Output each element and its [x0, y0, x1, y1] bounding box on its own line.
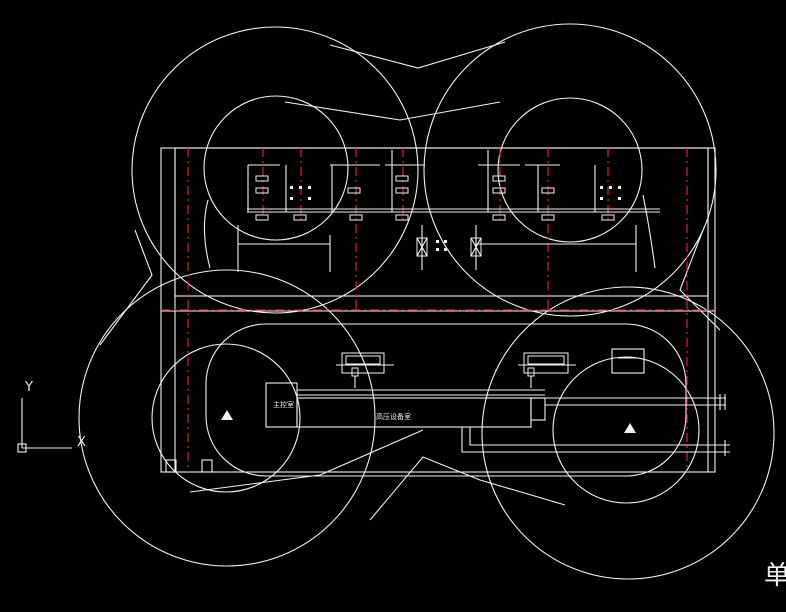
protection-envelope [99, 41, 721, 521]
axis-grid-lines [161, 148, 715, 472]
station-transformer [611, 348, 645, 374]
site-boundary [160, 147, 716, 477]
switchgear-left [336, 352, 394, 388]
inner-circle-top-right [497, 97, 643, 243]
envelope-lower-inner-left [189, 429, 424, 493]
envelope-bottom [369, 456, 566, 521]
ucs-icon: Y X [17, 380, 86, 453]
inner-circle-bottom-left [151, 343, 301, 493]
envelope-left [99, 229, 153, 346]
zone-circle-bottom-right [481, 286, 775, 580]
switchgear-right [518, 352, 576, 388]
envelope-top [329, 41, 506, 69]
main-control-room-label: 主控室 [273, 400, 294, 409]
protection-zone-inner-circles [151, 95, 700, 504]
protection-zone-outer-circles [78, 23, 775, 580]
lightning-mast-marker-right[interactable] [624, 423, 636, 433]
envelope-upper-inner [284, 101, 501, 121]
building-rooms [165, 348, 730, 473]
transformer-symbol-2 [470, 237, 482, 257]
envelope-arc-left [203, 199, 211, 269]
zone-circle-top-left [131, 26, 419, 314]
switchyard-equipment [237, 150, 660, 272]
hv-equipment-room [296, 397, 532, 428]
outdoor-switchyard-boundary [174, 147, 709, 297]
transformer-symbol-1 [416, 237, 428, 257]
inner-circle-bottom-right [552, 356, 700, 504]
envelope-right [679, 229, 721, 331]
lightning-mast-marker-left[interactable] [221, 410, 233, 420]
ucs-x-label: X [77, 435, 86, 450]
zone-circle-bottom-left [78, 269, 376, 567]
ucs-y-label: Y [24, 380, 33, 395]
corner-text: 单 [764, 561, 786, 591]
zone-circle-top-right [423, 23, 717, 317]
building-envelope [205, 323, 687, 477]
hv-equipment-room-label: 高压设备室 [376, 412, 411, 421]
envelope-arc-right [642, 194, 656, 269]
inner-circle-top-left [203, 95, 349, 241]
